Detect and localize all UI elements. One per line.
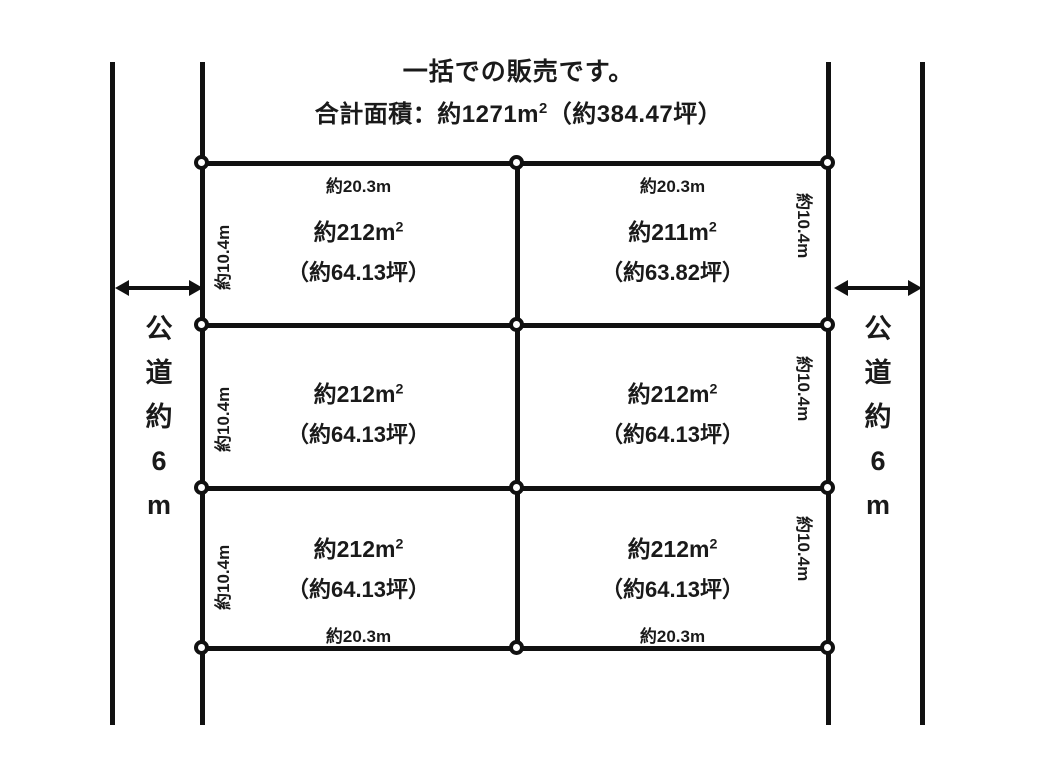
plot-top-right-top-dimension: 約20.3m — [639, 177, 706, 196]
right-road-char-3: 6 — [870, 446, 886, 476]
plot-bottom-left-area-value: 約212m — [313, 536, 396, 562]
plot-top-left-tsubo: （約64.13坪） — [286, 260, 431, 285]
plot-bottom-left-tsubo: （約64.13坪） — [286, 577, 431, 602]
plot-bottom-right-area-value: 約212m — [627, 536, 710, 562]
right-road-char-4: m — [865, 490, 890, 520]
plot-top-left-area: 約212m2 — [202, 213, 515, 247]
plot-middle-left-area: 約212m2 — [202, 375, 515, 409]
right-road-width-arrow — [834, 280, 922, 296]
corner-node — [820, 640, 835, 655]
total-area-prefix: 合計面積：約1271m — [314, 101, 540, 128]
plot-middle-left-left-dimension: 約10.4m — [214, 386, 233, 452]
total-area-superscript: 2 — [539, 101, 548, 117]
plot-middle-right-area: 約212m2 — [517, 375, 828, 409]
plot-middle-left-tsubo: （約64.13坪） — [286, 422, 431, 447]
sale-notice-title: 一括での販売です。 — [402, 58, 635, 86]
left-road-char-3: 6 — [151, 446, 167, 476]
arrow-bar — [841, 286, 915, 290]
corner-node — [194, 155, 209, 170]
left-road-char-1: 道 — [145, 358, 173, 388]
plot-top-left-left-dimension: 約10.4m — [214, 224, 233, 290]
plot-top-right-right-dimension: 約10.4m — [794, 193, 813, 259]
plot-middle-right-tsubo: （約64.13坪） — [600, 422, 745, 447]
right-road-label: 公 道 約 6 m — [846, 307, 910, 527]
plot-bottom-left-bottom-dimension: 約20.3m — [325, 627, 392, 646]
plot-top-right-area: 約211m2 — [517, 213, 828, 247]
plot-top-right-tsubo: （約63.82坪） — [600, 260, 745, 285]
right-road-outer-line — [920, 62, 925, 725]
plot-bottom-left-area-superscript: 2 — [395, 536, 404, 553]
plot-center-divider — [515, 161, 520, 651]
plot-middle-left-area-value: 約212m — [313, 381, 396, 407]
plot-bottom-right-right-dimension: 約10.4m — [794, 516, 813, 582]
left-road-char-2: 約 — [145, 402, 173, 432]
corner-node — [820, 317, 835, 332]
plot-bottom-right-area: 約212m2 — [517, 530, 828, 564]
corner-node — [194, 480, 209, 495]
left-road-width-arrow — [115, 280, 203, 296]
left-road-char-4: m — [146, 490, 171, 520]
total-area-text: 合計面積：約1271m2（約384.47坪） — [0, 94, 1037, 129]
right-road-char-2: 約 — [864, 402, 892, 432]
left-road-outer-line — [110, 62, 115, 725]
corner-node — [820, 155, 835, 170]
corner-node — [194, 317, 209, 332]
left-road-inner-line — [200, 62, 205, 725]
plot-middle-right-area-value: 約212m — [627, 381, 710, 407]
plot-bottom-left-area: 約212m2 — [202, 530, 515, 564]
plot-middle-right-right-dimension: 約10.4m — [794, 356, 813, 422]
arrow-head-right-icon — [189, 280, 203, 296]
plot-bottom-right-tsubo: （約64.13坪） — [600, 577, 745, 602]
arrow-bar — [122, 286, 196, 290]
left-road-char-0: 公 — [145, 314, 173, 344]
corner-node — [509, 155, 524, 170]
plot-top-left-area-value: 約212m — [313, 219, 396, 245]
corner-node — [820, 480, 835, 495]
plot-top-right-area-value: 約211m — [628, 219, 709, 245]
corner-node — [509, 480, 524, 495]
plot-top-right-area-superscript: 2 — [708, 219, 717, 236]
corner-node — [509, 640, 524, 655]
left-road-label: 公 道 約 6 m — [127, 307, 191, 527]
plot-top-left-top-dimension: 約20.3m — [325, 177, 392, 196]
plot-bottom-right-bottom-dimension: 約20.3m — [639, 627, 706, 646]
right-road-char-1: 道 — [864, 358, 892, 388]
arrow-head-right-icon — [908, 280, 922, 296]
right-road-inner-line — [826, 62, 831, 725]
plot-middle-left-area-superscript: 2 — [395, 381, 404, 398]
corner-node — [194, 640, 209, 655]
total-area-suffix: （約384.47坪） — [547, 101, 723, 128]
plot-bottom-right-area-superscript: 2 — [709, 536, 718, 553]
right-road-char-0: 公 — [864, 314, 892, 344]
plot-bottom-left-left-dimension: 約10.4m — [214, 544, 233, 610]
corner-node — [509, 317, 524, 332]
plot-middle-right-area-superscript: 2 — [709, 381, 718, 398]
plot-top-left-area-superscript: 2 — [395, 219, 404, 236]
